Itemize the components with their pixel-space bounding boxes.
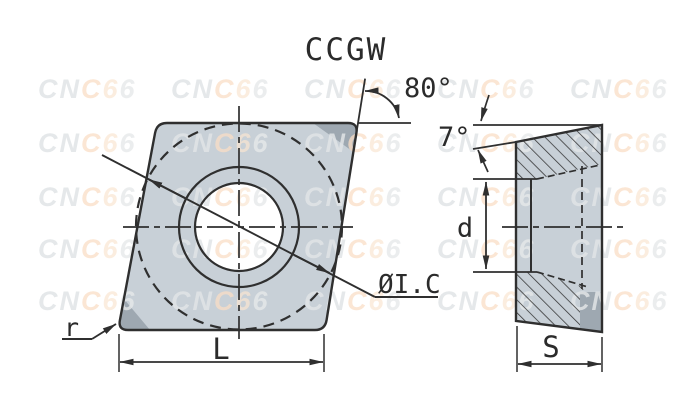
- clearance-angle-annotation: [472, 94, 602, 173]
- countersink-hidden-bottom: [536, 271, 589, 288]
- hole-bore-circle: [193, 181, 285, 273]
- angle-80-annotation: [353, 78, 411, 149]
- thickness-label: S: [542, 330, 559, 364]
- length-dimension: [118, 334, 325, 372]
- thickness-dimension: [516, 326, 603, 372]
- hole-counterbore-circle: [177, 165, 301, 289]
- length-label: L: [212, 332, 229, 366]
- section-hatch-bottom: [516, 272, 586, 328]
- edge-extension-slanted: [353, 78, 366, 149]
- angle-7-arrow-bottom: [477, 149, 489, 173]
- angle-80-arc: [364, 87, 400, 119]
- inscribed-circle-label: ØI.C: [378, 270, 441, 300]
- front-view: [62, 78, 438, 372]
- clearance-angle-label: 7°: [438, 122, 471, 153]
- corner-radius-label: r: [64, 313, 79, 342]
- ic-arrow-lower: [293, 254, 330, 274]
- page-title: CCGW: [305, 32, 388, 68]
- front-corner-tip-top-right-fill: [313, 123, 357, 152]
- side-corner-tip-fill: [580, 292, 602, 331]
- inscribed-circle-dimension: [101, 154, 438, 298]
- sloped-extension-line: [472, 141, 517, 150]
- ic-arrow-upper: [148, 178, 186, 199]
- r-leader-arrow: [91, 323, 117, 340]
- angle-7-arrow-top: [480, 94, 490, 122]
- front-corner-tip-bottom-left-fill: [119, 299, 150, 330]
- front-insert-outline: [118, 121, 358, 332]
- ic-diagonal-line: [101, 154, 376, 298]
- angle-80-label: 80°: [404, 73, 453, 104]
- corner-radius-leader: [62, 323, 117, 340]
- hole-diameter-label: d: [457, 213, 473, 244]
- side-insert-outline: [514, 123, 604, 334]
- side-view: [472, 94, 624, 372]
